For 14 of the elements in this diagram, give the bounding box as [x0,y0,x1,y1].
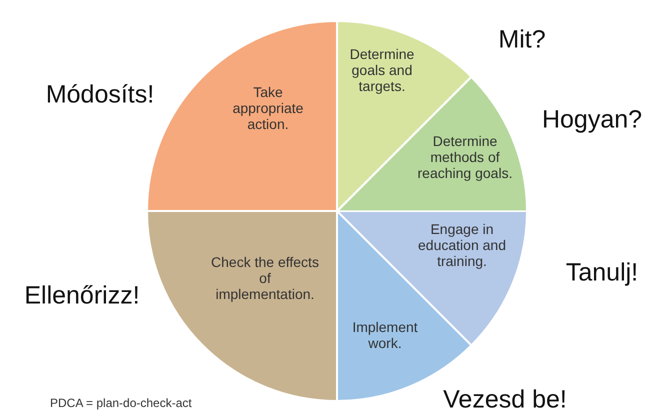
footnote: PDCA = plan-do-check-act [50,396,192,410]
step-caption: Mit? [498,26,546,54]
step-caption: Vezesd be! [443,386,567,414]
segment-text: Determine methods of reaching goals. [416,132,514,181]
segment-text: Engage in education and training. [417,221,507,269]
pie-segment [337,76,527,211]
step-caption: Hogyan? [542,106,642,134]
step-caption: Tanulj! [566,258,638,288]
step-caption: Módosíts! [46,80,154,110]
segment-text: Implement work. [351,319,419,351]
segment-text: Determine goals and targets. [348,46,416,94]
step-caption: Ellenőrizz! [24,282,140,310]
segment-text: Check the effects of implementation. [210,254,320,302]
segment-text: Take appropriate action. [232,84,304,132]
